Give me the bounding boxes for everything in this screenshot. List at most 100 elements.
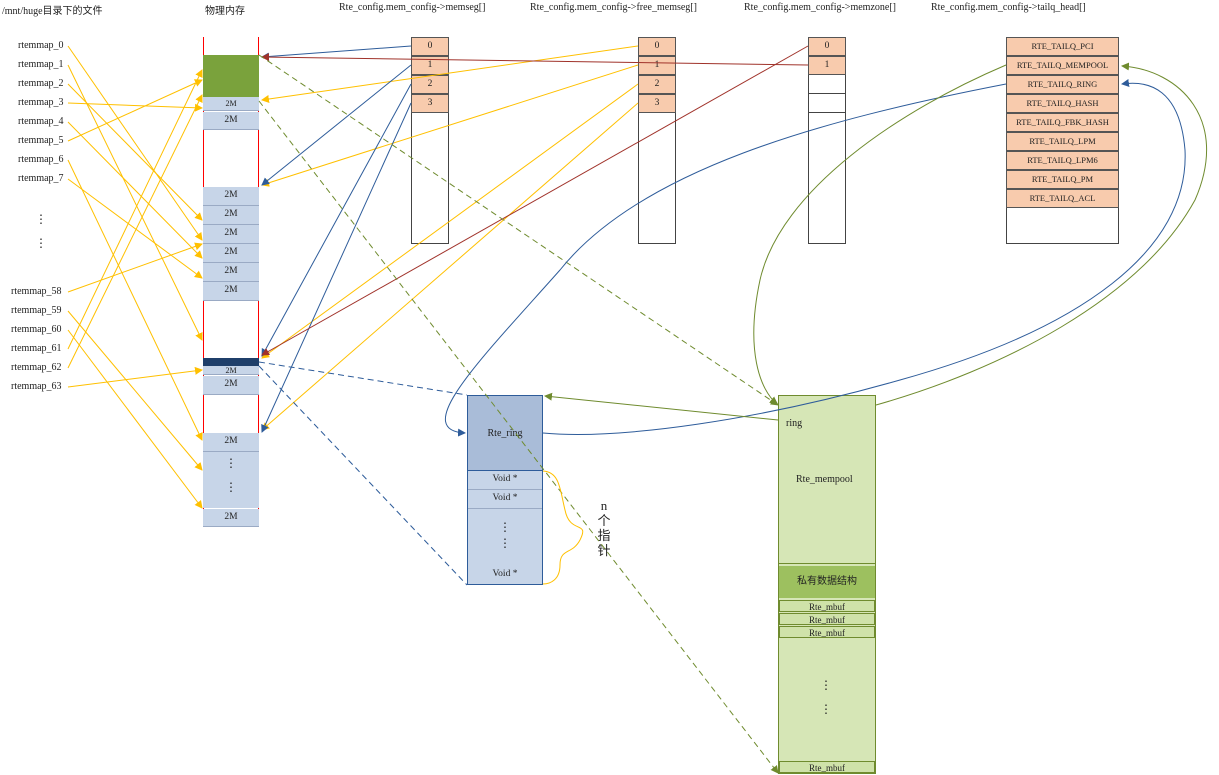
memseg-arrow <box>261 64 412 186</box>
file-map-arrow <box>67 79 203 142</box>
file-map-arrow <box>67 45 203 241</box>
ring-pointer-brace <box>542 470 584 585</box>
page-2m: 2M <box>203 433 259 452</box>
free-memseg-arrow <box>261 83 639 359</box>
ring-tailq-link <box>542 79 1186 435</box>
tailq-entry: RTE_TAILQ_RING <box>1006 75 1119 94</box>
file-label: rtemmap_6 <box>18 154 64 165</box>
physmem-ellipsis: ⋮ <box>225 480 237 494</box>
file-label: rtemmap_0 <box>18 40 64 51</box>
mempool-memory-block <box>203 55 259 101</box>
free-memseg-index: 0 <box>638 37 676 56</box>
free-memseg-header: Rte_config.mem_config->free_memseg[] <box>530 2 697 13</box>
page-2m: 2M <box>203 112 259 130</box>
files-header: /mnt/huge目录下的文件 <box>2 6 103 17</box>
mbuf-entry: Rte_mbuf <box>779 613 875 625</box>
file-map-arrow <box>67 310 203 471</box>
file-label: rtemmap_7 <box>18 173 64 184</box>
memzone-divider <box>808 112 846 113</box>
mbuf-entry: Rte_mbuf <box>779 761 875 773</box>
files-ellipsis: ⋮ <box>35 212 47 226</box>
free-memseg-arrow <box>261 45 639 103</box>
file-map-arrow <box>67 69 203 350</box>
file-label: rtemmap_58 <box>11 286 62 297</box>
page-2m: 2M <box>203 187 259 206</box>
tailq-entry: RTE_TAILQ_PM <box>1006 170 1119 189</box>
ring-mapping-line <box>258 361 468 396</box>
file-map-arrow <box>67 102 203 112</box>
ring-slot: Void * <box>492 569 518 579</box>
free-memseg-index: 1 <box>638 56 676 75</box>
page-2m: 2M <box>203 366 259 375</box>
mempool-mapping-line <box>258 54 779 406</box>
mbuf-entry: Rte_mbuf <box>779 626 875 638</box>
physmem-ellipsis-area: ⋮ ⋮ <box>203 452 259 508</box>
file-label: rtemmap_1 <box>18 59 64 70</box>
tailq-entry: RTE_TAILQ_HASH <box>1006 94 1119 113</box>
physmem-header: 物理内存 <box>205 6 245 17</box>
ring-mapping-line <box>258 365 468 586</box>
file-label: rtemmap_63 <box>11 381 62 392</box>
file-label: rtemmap_3 <box>18 97 64 108</box>
file-label: rtemmap_61 <box>11 343 62 354</box>
page-2m: 2M <box>203 225 259 244</box>
memzone-index: 1 <box>808 56 846 75</box>
ring-ellipsis: ⋮ <box>499 536 511 550</box>
page-2m: 2M <box>203 282 259 301</box>
file-map-arrow <box>67 64 203 341</box>
file-label: rtemmap_62 <box>11 362 62 373</box>
free-memseg-index: 2 <box>638 75 676 94</box>
file-label: rtemmap_59 <box>11 305 62 316</box>
memseg-arrow <box>261 83 412 357</box>
tailq-entry: RTE_TAILQ_PCI <box>1006 37 1119 56</box>
tailq-entry: RTE_TAILQ_ACL <box>1006 189 1119 208</box>
page-2m: 2M <box>203 97 259 111</box>
mbuf-entry: Rte_mbuf <box>779 600 875 612</box>
memseg-header: Rte_config.mem_config->memseg[] <box>339 2 486 13</box>
memseg-index: 0 <box>411 37 449 56</box>
tailq-head-header: Rte_config.mem_config->tailq_head[] <box>931 2 1086 13</box>
page-2m: 2M <box>203 244 259 263</box>
file-label: rtemmap_4 <box>18 116 64 127</box>
ring-slot: Void * <box>468 490 542 509</box>
file-map-arrow <box>67 83 203 221</box>
memzone-header: Rte_config.mem_config->memzone[] <box>744 2 896 13</box>
mempool-title: Rte_mempool <box>796 474 853 485</box>
mbuf-ellipsis: ⋮ <box>820 702 832 716</box>
file-map-arrow <box>67 94 203 369</box>
file-label: rtemmap_5 <box>18 135 64 146</box>
free-memseg-arrow <box>261 102 639 431</box>
file-map-arrow <box>67 242 203 293</box>
physmem-ellipsis: ⋮ <box>225 456 237 470</box>
mempool-ring-pointer <box>544 392 779 421</box>
tailq-entry: RTE_TAILQ_MEMPOOL <box>1006 56 1119 75</box>
mbuf-ellipsis: ⋮ <box>820 678 832 692</box>
file-map-arrow <box>67 159 203 441</box>
memzone-index: 0 <box>808 37 846 56</box>
free-memseg-index: 3 <box>638 94 676 113</box>
free-memseg-arrow <box>261 64 639 187</box>
page-2m: 2M <box>203 206 259 225</box>
memseg-arrow <box>261 102 412 433</box>
memzone-divider <box>808 93 846 94</box>
tailq-entry: RTE_TAILQ_FBK_HASH <box>1006 113 1119 132</box>
file-map-arrow <box>67 121 203 259</box>
ring-count-label: n个指针 <box>597 498 611 558</box>
tailq-ring-link <box>444 83 1007 437</box>
file-map-arrow <box>67 366 203 388</box>
files-ellipsis: ⋮ <box>35 236 47 250</box>
file-map-arrow <box>67 329 203 509</box>
ring-slot: Void * <box>468 471 542 490</box>
page-2m: 2M <box>203 263 259 282</box>
memseg-arrow <box>261 45 412 61</box>
memseg-index: 3 <box>411 94 449 113</box>
mempool-tailq-link <box>875 62 1207 406</box>
ring-ellipsis: ⋮ <box>499 520 511 534</box>
mempool-ring-field: ring <box>786 418 803 429</box>
file-map-arrow <box>67 178 203 279</box>
memseg-index: 1 <box>411 56 449 75</box>
mempool-private-data: 私有数据结构 <box>779 566 875 598</box>
page-2m: 2M <box>203 509 259 527</box>
tailq-mempool-link <box>753 64 1007 405</box>
